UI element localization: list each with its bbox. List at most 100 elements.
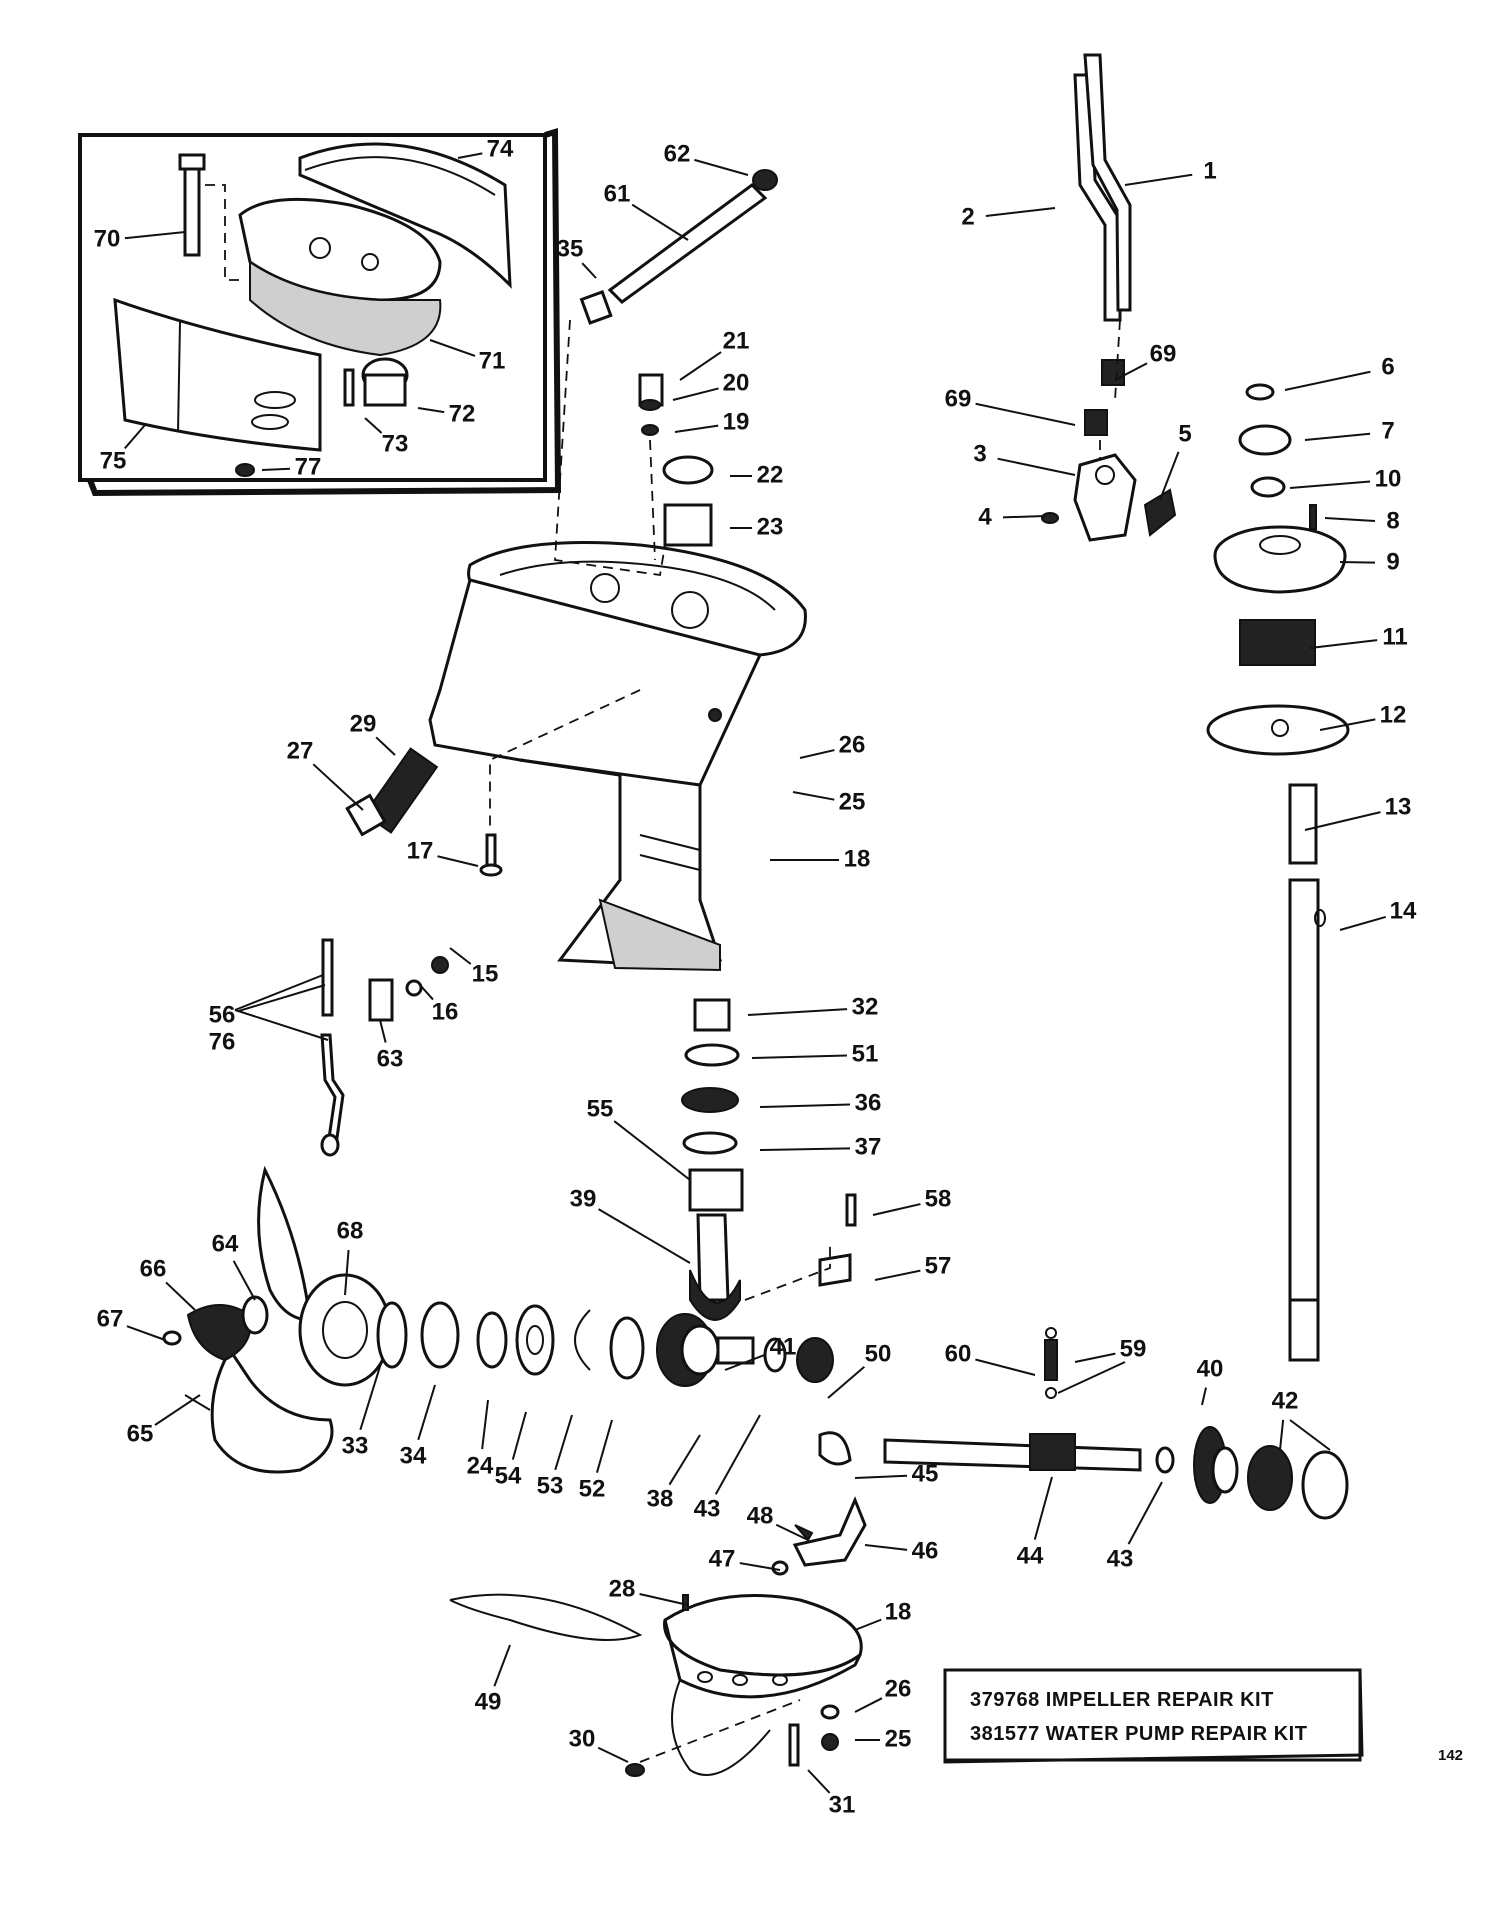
leader-c62 xyxy=(694,158,749,176)
callout-c5: 5 xyxy=(1178,420,1191,447)
callout-c16: 16 xyxy=(432,998,459,1025)
callout-c43: 43 xyxy=(694,1495,721,1522)
callout-c69b: 69 xyxy=(945,385,972,412)
leader-c21 xyxy=(679,351,722,381)
callout-c43b: 43 xyxy=(1107,1545,1134,1572)
propeller xyxy=(162,1165,392,1474)
callout-c66: 66 xyxy=(140,1255,167,1282)
callout-c17: 17 xyxy=(407,837,434,864)
leader-c28 xyxy=(639,1593,689,1606)
leader-c31 xyxy=(807,1769,831,1794)
leader-c24 xyxy=(481,1399,489,1450)
callout-c18: 18 xyxy=(844,845,871,872)
callout-c68: 68 xyxy=(337,1217,364,1244)
leader-c48 xyxy=(775,1523,809,1541)
leader-c27 xyxy=(312,763,364,811)
trim-tab-anode xyxy=(345,747,503,877)
leader-c16 xyxy=(419,984,434,1001)
callout-c74: 74 xyxy=(487,135,514,162)
leader-c9 xyxy=(1339,561,1376,564)
leader-c17 xyxy=(437,855,479,867)
leader-c8 xyxy=(1324,517,1376,522)
callout-c76: 76 xyxy=(209,1028,236,1055)
callout-c24: 24 xyxy=(467,1452,494,1479)
leader-c43 xyxy=(714,1414,761,1495)
leader-c56-branch-0 xyxy=(234,974,324,1011)
callout-c56: 56 xyxy=(209,1001,236,1028)
leader-c6 xyxy=(1284,370,1371,391)
leader-c73 xyxy=(364,417,383,434)
shift-rod xyxy=(320,938,449,1157)
leader-c58 xyxy=(872,1203,921,1216)
leader-branch-0 xyxy=(1289,1419,1331,1451)
leader-c2 xyxy=(985,207,1056,217)
callout-c29: 29 xyxy=(350,710,377,737)
callout-c71: 71 xyxy=(479,347,506,374)
callout-c36: 36 xyxy=(855,1089,882,1116)
callout-c60: 60 xyxy=(945,1340,972,1367)
callout-c44: 44 xyxy=(1017,1542,1044,1569)
callout-c8: 8 xyxy=(1386,507,1399,534)
callout-c31: 31 xyxy=(829,1791,856,1818)
leader-c1 xyxy=(1124,173,1193,186)
leader-c52 xyxy=(595,1419,613,1473)
callout-c10: 10 xyxy=(1375,465,1402,492)
callout-c30: 30 xyxy=(569,1725,596,1752)
leader-c67 xyxy=(126,1325,166,1341)
callout-c73: 73 xyxy=(382,430,409,457)
leader-c69b xyxy=(975,402,1076,426)
leader-c7 xyxy=(1304,432,1371,441)
repair-kit-box: 379768 IMPELLER REPAIR KIT 381577 WATER … xyxy=(943,1668,1364,1764)
leader-c10 xyxy=(1289,480,1371,489)
callout-c35: 35 xyxy=(557,235,584,262)
callout-c40: 40 xyxy=(1197,1355,1224,1382)
callout-c6: 6 xyxy=(1381,353,1394,380)
leader-c51 xyxy=(751,1054,848,1059)
callout-c25: 25 xyxy=(839,788,866,815)
leader-c15 xyxy=(449,947,472,965)
callout-c7: 7 xyxy=(1381,417,1394,444)
callout-c52: 52 xyxy=(579,1475,606,1502)
callout-c55: 55 xyxy=(587,1095,614,1122)
callout-c37: 37 xyxy=(855,1133,882,1160)
callout-c59: 59 xyxy=(1120,1335,1147,1362)
leader-c44 xyxy=(1033,1476,1053,1540)
gearcase-upper xyxy=(428,541,807,972)
leader-c50 xyxy=(827,1365,866,1399)
callout-c50: 50 xyxy=(865,1340,892,1367)
leader-c29 xyxy=(375,736,396,756)
leader-c12 xyxy=(1319,718,1376,731)
leader-c41 xyxy=(724,1353,767,1371)
leader-c33 xyxy=(359,1359,383,1431)
leader-c11 xyxy=(1309,639,1378,649)
leader-c61 xyxy=(631,203,689,241)
leader-c35 xyxy=(581,262,597,279)
callout-c39: 39 xyxy=(570,1185,597,1212)
leader-c69 xyxy=(1114,362,1148,381)
callout-c72: 72 xyxy=(449,400,476,427)
callout-c64: 64 xyxy=(212,1230,239,1257)
callout-c62: 62 xyxy=(664,140,691,167)
leader-c37 xyxy=(759,1147,851,1151)
leader-c5 xyxy=(1159,451,1180,501)
driveshaft xyxy=(1288,783,1326,1362)
callout-c19: 19 xyxy=(723,408,750,435)
leader-c14 xyxy=(1339,915,1386,931)
propshaft-group xyxy=(376,1193,1349,1576)
callout-c26: 26 xyxy=(839,731,866,758)
callout-c51: 51 xyxy=(852,1040,879,1067)
callout-c18b: 18 xyxy=(885,1598,912,1625)
callout-c22: 22 xyxy=(757,461,784,488)
leader-c66 xyxy=(165,1281,196,1311)
callout-c25b: 25 xyxy=(885,1725,912,1752)
callout-c9: 9 xyxy=(1386,548,1399,575)
callout-c26b: 26 xyxy=(885,1675,912,1702)
bearing-stack xyxy=(638,373,744,1321)
callout-c70: 70 xyxy=(94,225,121,252)
callout-c2: 2 xyxy=(961,203,974,230)
leader-c70 xyxy=(124,231,186,240)
callout-c23: 23 xyxy=(757,513,784,540)
callout-c28: 28 xyxy=(609,1575,636,1602)
callout-c58: 58 xyxy=(925,1185,952,1212)
